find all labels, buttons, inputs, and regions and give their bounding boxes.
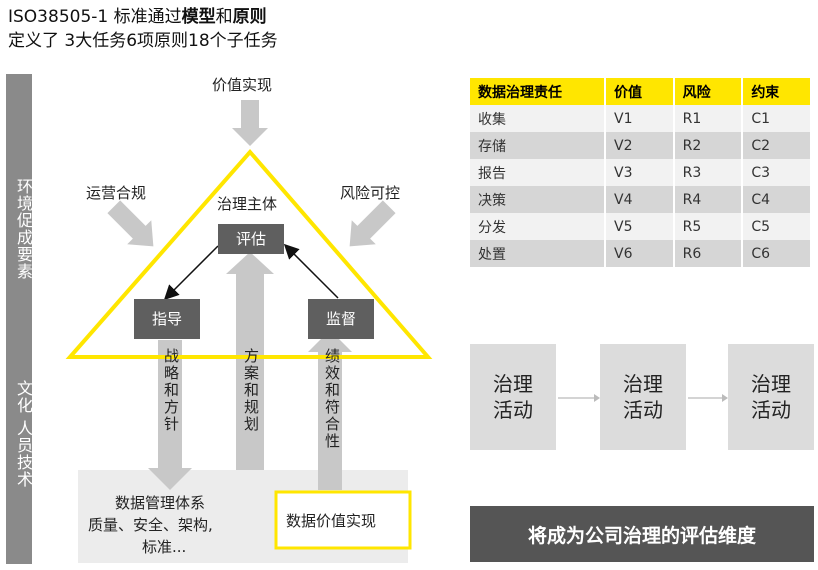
table-cell: R2 (674, 132, 744, 159)
table-row: 分发 V5 R5 C5 (470, 213, 812, 240)
plans-up-arrow (226, 252, 274, 470)
title-prefix: ISO38505-1 标准通过 (8, 7, 182, 27)
table-cell: C5 (743, 213, 812, 240)
data-management-items: 质量、安全、架构, (88, 516, 213, 534)
risk-arrow (349, 200, 396, 247)
data-value-realization-label: 数据价值实现 (286, 512, 377, 530)
title-bold-model: 模型 (181, 7, 216, 27)
sidebar-environment-text: 环境促成要素 (14, 178, 33, 280)
governance-responsibility-table: 数据治理责任 价值 风险 约束 收集 V1 R1 C1 存储 V2 R2 C2 … (470, 78, 812, 267)
title-bold-principle: 原则 (232, 7, 267, 27)
table-cell: V1 (606, 105, 675, 132)
header-responsibility: 数据治理责任 (470, 78, 606, 105)
table-cell: R4 (674, 186, 744, 213)
monitor-to-evaluate-arrow (283, 243, 339, 299)
governance-activity-1: 治理 活动 (470, 344, 556, 450)
data-management-more: 标准... (142, 538, 187, 556)
enabler-sidebar: 环境促成要素 文化 人员技术 (6, 74, 33, 564)
governance-model-diagram (65, 100, 433, 563)
table-cell: R6 (674, 240, 744, 267)
table-cell: V2 (606, 132, 675, 159)
governance-activity-2: 治理 活动 (600, 344, 686, 450)
governance-triangle (65, 148, 433, 359)
table-row: 处置 V6 R6 C6 (470, 240, 812, 267)
monitor-box: 监督 (308, 299, 374, 339)
title-line-1: ISO38505-1 标准通过模型和原则 (8, 6, 267, 28)
table-cell: 分发 (470, 213, 606, 240)
table-row: 存储 V2 R2 C2 (470, 132, 812, 159)
evaluate-to-direct-arrow (163, 245, 219, 301)
sidebar-culture-text: 文化 人员技术 (14, 380, 33, 489)
performance-conformance-label: 绩效和符合性 (323, 348, 341, 450)
data-management-title: 数据管理体系 (115, 494, 206, 512)
title-mid: 和 (215, 7, 233, 27)
strategy-down-arrow (148, 340, 192, 490)
value-realization-label: 价值实现 (212, 76, 273, 94)
table-cell: V4 (606, 186, 675, 213)
table-cell: V6 (606, 240, 675, 267)
table-cell: C3 (743, 159, 812, 186)
operational-compliance-label: 运营合规 (86, 184, 147, 202)
table-cell: R5 (674, 213, 744, 240)
compliance-arrow (107, 200, 154, 247)
table-row: 决策 V4 R4 C4 (470, 186, 812, 213)
table-cell: R3 (674, 159, 744, 186)
table-header-row: 数据治理责任 价值 风险 约束 (470, 78, 812, 105)
evaluate-box: 评估 (218, 224, 284, 254)
title-line-2: 定义了 3大任务6项原则18个子任务 (8, 31, 278, 51)
governance-activity-3: 治理 活动 (728, 344, 814, 450)
table-cell: C6 (743, 240, 812, 267)
table-cell: 报告 (470, 159, 606, 186)
table-cell: 处置 (470, 240, 606, 267)
table-cell: V3 (606, 159, 675, 186)
header-value: 价值 (606, 78, 675, 105)
plans-rules-label: 方案和规划 (242, 348, 260, 433)
table-cell: C2 (743, 132, 812, 159)
table-cell: C1 (743, 105, 812, 132)
table-cell: 收集 (470, 105, 606, 132)
governance-body-label: 治理主体 (217, 195, 278, 213)
table-row: 收集 V1 R1 C1 (470, 105, 812, 132)
table-cell: R1 (674, 105, 744, 132)
header-constraint: 约束 (743, 78, 812, 105)
performance-up-arrow (308, 330, 352, 490)
strategy-policy-label: 战略和方针 (162, 348, 180, 433)
evaluation-dimension-banner: 将成为公司治理的评估维度 (470, 506, 814, 562)
table-cell: 存储 (470, 132, 606, 159)
table-row: 报告 V3 R3 C3 (470, 159, 812, 186)
table-cell: V5 (606, 213, 675, 240)
data-value-box-border (274, 490, 412, 550)
table-cell: 决策 (470, 186, 606, 213)
value-arrow (232, 100, 268, 146)
direct-box: 指导 (134, 299, 200, 339)
activity-flow-arrows (558, 394, 728, 402)
table-cell: C4 (743, 186, 812, 213)
header-risk: 风险 (674, 78, 744, 105)
risk-control-label: 风险可控 (340, 184, 401, 202)
